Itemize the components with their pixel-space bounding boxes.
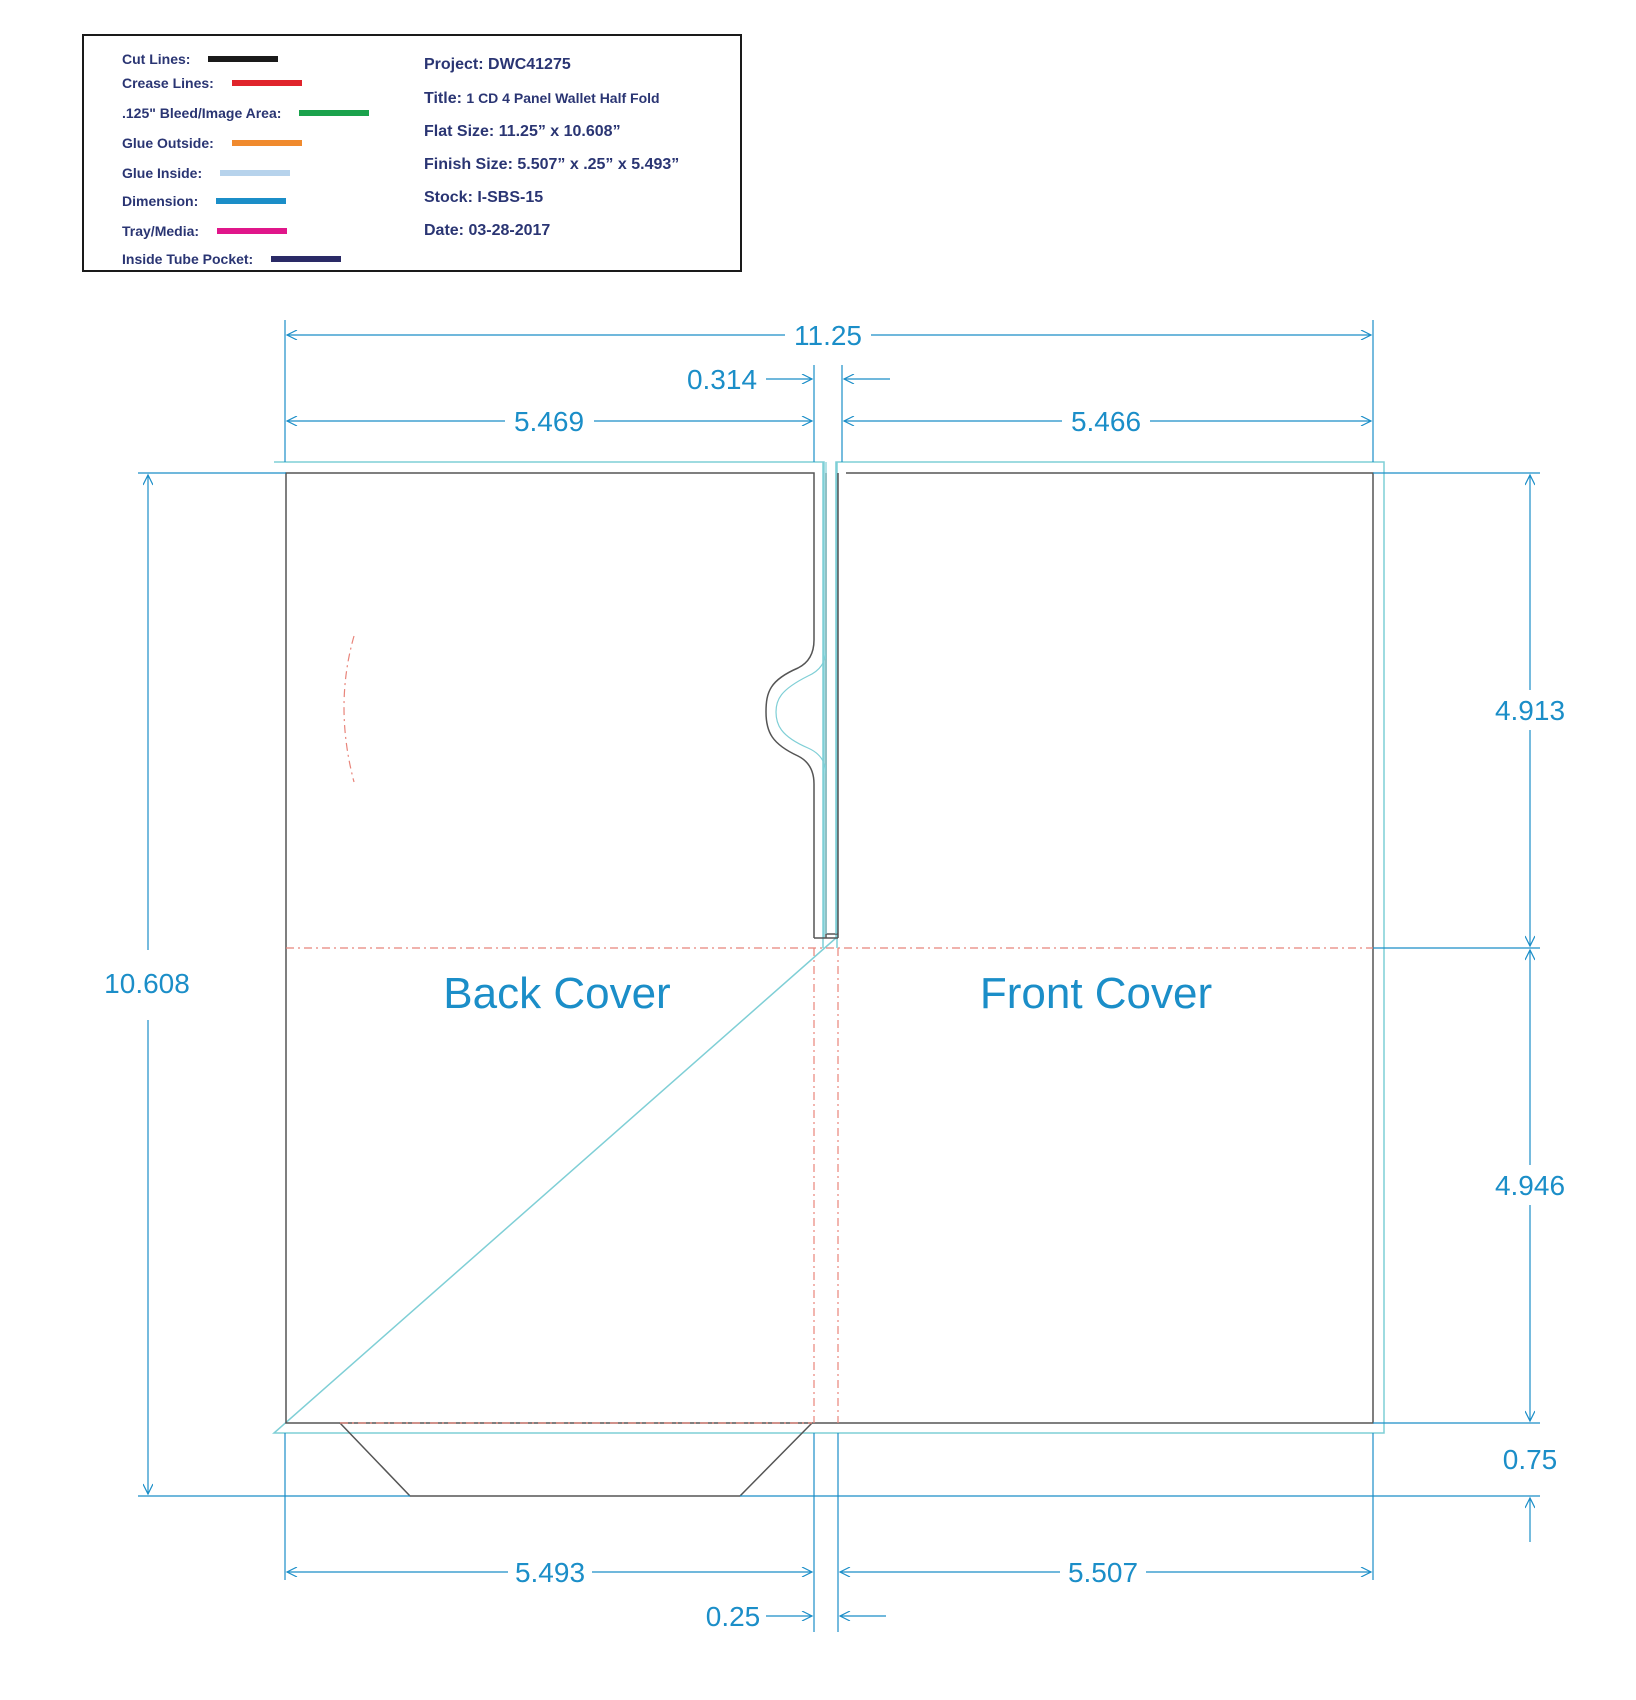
glue-inside-swatch (220, 170, 291, 177)
dim-lower-height: 4.946 (1495, 1170, 1565, 1201)
dim-right-bottom-width: 5.507 (1068, 1557, 1138, 1588)
flat-size-value: 11.25” x 10.608” (498, 123, 621, 140)
date-row: Date: 03-28-2017 (424, 222, 550, 240)
dim-upper-height: 4.913 (1495, 695, 1565, 726)
legend-label: Crease Lines: (122, 75, 214, 92)
crease-lines (286, 635, 1373, 1424)
flat-size-row: Flat Size: 11.25” x 10.608” (424, 123, 621, 141)
finish-size-row: Finish Size: 5.507” x .25” x 5.493” (424, 156, 679, 174)
bleed-area-swatch (299, 110, 370, 117)
date-value: 03-28-2017 (468, 222, 551, 239)
date-label: Date: (424, 222, 465, 239)
back-cover-label: Back Cover (443, 969, 670, 1018)
dimension-swatch (216, 198, 287, 205)
stock-label: Stock: (424, 189, 473, 206)
dim-spine-top: 0.314 (687, 364, 757, 395)
legend-label: .125" Bleed/Image Area: (122, 105, 282, 122)
stock-value: I-SBS-15 (477, 189, 544, 206)
title-label: Title: (424, 90, 462, 107)
dim-left-top-width: 5.469 (514, 406, 584, 437)
legend-label: Glue Outside: (122, 135, 214, 152)
title-row: Title: 1 CD 4 Panel Wallet Half Fold (424, 90, 660, 108)
dim-total-height: 10.608 (104, 968, 190, 999)
legend-item-bleed-area: .125" Bleed/Image Area: (122, 104, 370, 122)
legend-label: Dimension: (122, 193, 199, 210)
legend-item-tray-media: Tray/Media: (122, 222, 288, 240)
crease-line-swatch (231, 80, 302, 87)
legend-item-glue-outside: Glue Outside: (122, 134, 302, 152)
tray-media-swatch (217, 228, 288, 235)
dim-spine-bottom: 0.25 (706, 1601, 761, 1632)
cut-line-swatch (208, 56, 279, 63)
legend-box: Cut Lines: Crease Lines: .125" Bleed/Ima… (82, 34, 742, 272)
dim-left-bottom-width: 5.493 (515, 1557, 585, 1588)
legend-label: Cut Lines: (122, 51, 191, 68)
pocket-slot-outline (775, 462, 837, 934)
legend-item-cut-lines: Cut Lines: (122, 50, 279, 68)
project-row: Project: DWC41275 (424, 56, 571, 74)
project-label: Project: (424, 56, 484, 73)
finish-size-value: 5.507” x .25” x 5.493” (517, 156, 680, 173)
inside-tube-pocket-swatch (271, 256, 342, 263)
legend-item-dimension: Dimension: (122, 192, 287, 210)
legend-item-inside-tube-pocket: Inside Tube Pocket: (122, 250, 342, 268)
legend-label: Tray/Media: (122, 223, 200, 240)
dimension-lines (138, 320, 1540, 1632)
glue-outside-swatch (231, 140, 302, 147)
flat-size-label: Flat Size: (424, 123, 495, 140)
title-value: 1 CD 4 Panel Wallet Half Fold (466, 90, 660, 106)
dim-flap-height: 0.75 (1503, 1444, 1558, 1475)
legend-label: Inside Tube Pocket: (122, 251, 254, 268)
dim-right-top-width: 5.466 (1071, 406, 1141, 437)
legend-item-glue-inside: Glue Inside: (122, 164, 291, 182)
front-cover-label: Front Cover (980, 969, 1212, 1018)
stock-row: Stock: I-SBS-15 (424, 189, 543, 207)
finish-size-label: Finish Size: (424, 156, 513, 173)
dim-total-width: 11.25 (794, 320, 862, 351)
legend-item-crease-lines: Crease Lines: (122, 74, 302, 92)
project-value: DWC41275 (488, 56, 571, 73)
legend-label: Glue Inside: (122, 165, 203, 182)
